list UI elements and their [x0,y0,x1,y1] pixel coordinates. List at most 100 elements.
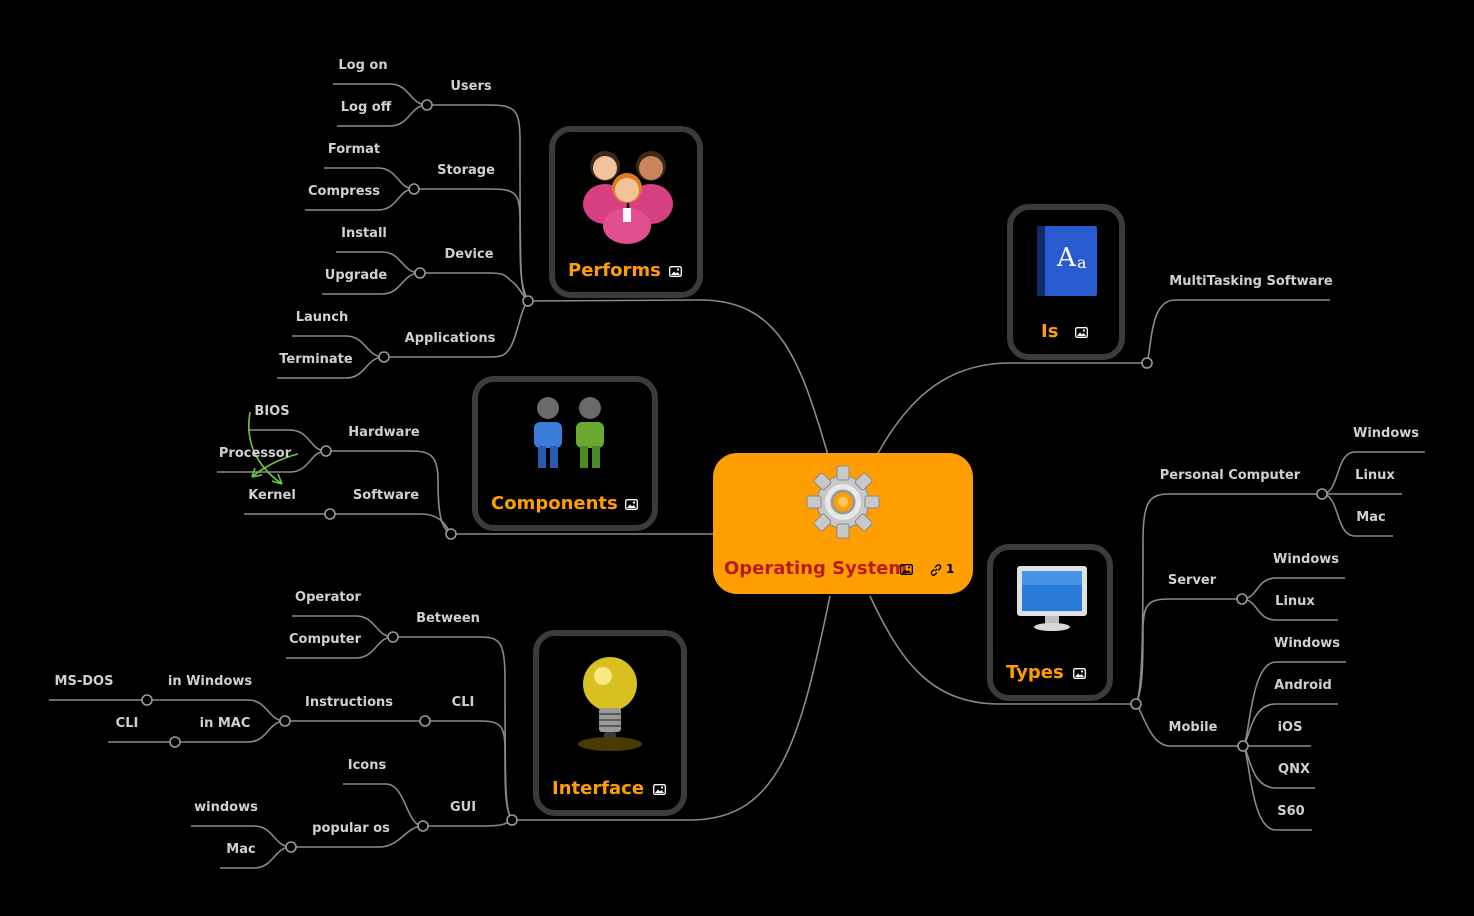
branch-central-types [869,595,1136,705]
topic-types-title: Types [1006,662,1064,683]
junction-gui [417,820,429,832]
node-mob-windows[interactable]: Windows [1273,636,1341,651]
branch-software [330,513,452,535]
node-mob-s60[interactable]: S60 [1277,804,1305,819]
image-attachment-icon[interactable] [625,499,638,510]
node-server[interactable]: Server [1167,573,1217,588]
node-processor[interactable]: Processor [218,446,292,461]
relation-arrow-bios-kernel [248,411,283,485]
node-upgrade[interactable]: Upgrade [324,268,388,283]
node-bios[interactable]: BIOS [254,404,290,419]
junction-personal-computer [1316,488,1328,500]
junction-in-windows [141,694,153,706]
node-srv-linux[interactable]: Linux [1275,594,1315,609]
gear-icon [806,465,880,539]
link-icon[interactable] [929,563,943,577]
node-between[interactable]: Between [416,611,480,626]
branch-device [420,272,529,302]
dictionary-book-icon: A a [1037,226,1097,296]
relation-arrow-processor-kernel [251,453,299,478]
node-mob-ios[interactable]: iOS [1277,720,1303,735]
topic-performs-title: Performs [568,260,661,281]
node-cli[interactable]: CLI [451,695,475,710]
branch-central-performs [527,299,829,456]
junction-device [414,267,426,279]
node-multitasking-software[interactable]: MultiTasking Software [1169,274,1333,289]
branch-personal-computer [1135,493,1322,705]
topic-performs-card[interactable]: Performs [549,126,703,298]
node-terminate[interactable]: Terminate [279,352,353,367]
topic-is-card[interactable]: A a Is [1007,204,1125,360]
junction-between [387,631,399,643]
branch-hardware [326,450,452,535]
branch-between [393,636,513,821]
junction-types [1130,698,1142,710]
node-log-off[interactable]: Log off [340,100,392,115]
central-topic-title: Operating System [724,558,908,579]
node-pc-linux[interactable]: Linux [1355,468,1395,483]
junction-applications [378,351,390,363]
node-users[interactable]: Users [450,79,492,94]
node-cli-mac[interactable]: CLI [115,716,139,731]
node-ms-dos[interactable]: MS-DOS [54,674,114,689]
node-device[interactable]: Device [444,247,494,262]
image-attachment-icon[interactable] [669,266,682,277]
node-install[interactable]: Install [341,226,387,241]
svg-text:a: a [1077,253,1087,272]
junction-interface [506,814,518,826]
node-format[interactable]: Format [327,142,381,157]
branch-mob-s60 [1242,745,1312,831]
image-attachment-icon[interactable] [653,784,666,795]
node-gui[interactable]: GUI [449,800,477,815]
node-kernel[interactable]: Kernel [248,488,296,503]
branch-server [1135,598,1242,705]
junction-server [1236,593,1248,605]
node-hardware[interactable]: Hardware [348,425,420,440]
node-popular-os[interactable]: popular os [312,821,390,836]
branch-cli [425,720,513,821]
junction-cli [419,715,431,727]
node-mobile[interactable]: Mobile [1168,720,1218,735]
node-launch[interactable]: Launch [295,310,349,325]
node-in-windows[interactable]: in Windows [167,674,253,689]
topic-components-title: Components [491,493,618,514]
node-in-mac[interactable]: in MAC [199,716,251,731]
node-pc-mac[interactable]: Mac [1356,510,1386,525]
image-attachment-icon[interactable] [1075,327,1088,338]
topic-components-card[interactable]: Components [472,376,658,531]
image-attachment-icon[interactable] [900,564,913,575]
monitor-icon [1017,566,1087,631]
node-applications[interactable]: Applications [404,331,496,346]
junction-storage [408,183,420,195]
node-computer[interactable]: Computer [288,632,362,647]
image-attachment-icon[interactable] [1073,668,1086,679]
node-srv-windows[interactable]: Windows [1272,552,1340,567]
junction-popular-os [285,841,297,853]
junction-components [445,528,457,540]
node-mac[interactable]: Mac [226,842,256,857]
node-instructions[interactable]: Instructions [304,695,394,710]
node-mob-android[interactable]: Android [1274,678,1332,693]
topic-types-card[interactable]: Types [987,544,1113,701]
node-log-on[interactable]: Log on [338,58,388,73]
svg-text:A: A [1056,243,1077,273]
topic-is-title: Is [1041,321,1059,342]
node-software[interactable]: Software [352,488,420,503]
node-operator[interactable]: Operator [295,590,361,605]
node-compress[interactable]: Compress [307,184,381,199]
users-group-icon [583,151,673,244]
junction-users [421,99,433,111]
node-mob-qnx[interactable]: QNX [1278,762,1310,777]
node-windows[interactable]: windows [194,800,258,815]
junction-in-mac [169,736,181,748]
two-people-icon [534,397,604,468]
junction-is [1141,357,1153,369]
light-bulb-icon [578,657,642,751]
topic-interface-card[interactable]: Interface [533,630,687,816]
node-personal-computer[interactable]: Personal Computer [1159,468,1301,483]
central-topic[interactable]: Operating System 1 [713,453,973,594]
node-storage[interactable]: Storage [437,163,495,178]
node-pc-windows[interactable]: Windows [1352,426,1420,441]
node-icons[interactable]: Icons [347,758,387,773]
